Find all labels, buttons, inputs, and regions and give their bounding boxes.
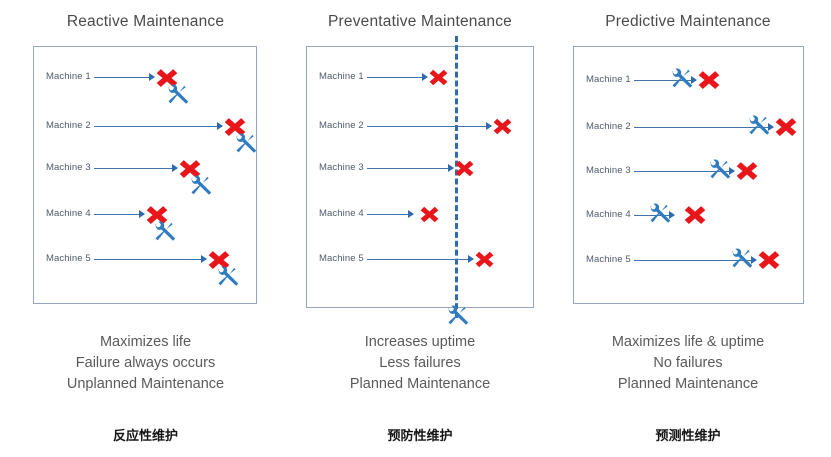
panel-caption-predictive: Maximizes life & uptime No failures Plan…: [558, 332, 818, 395]
table-row: Machine 5: [574, 248, 803, 271]
red-x-failure-icon: [179, 158, 201, 180]
panel-preventative: Preventative Maintenance Machine 1 Machi…: [291, 0, 549, 457]
timeline-arrow-icon: [634, 76, 697, 84]
row-label-machine-2: Machine 2: [46, 120, 91, 131]
caption-line: Maximizes life & uptime: [611, 334, 765, 350]
red-x-failure-icon: [775, 116, 797, 138]
panel-title-preventative: Preventative Maintenance: [327, 13, 513, 30]
scheduled-maintenance-dashed-line: [455, 36, 458, 318]
panel-plot-area-reactive: Machine 1 Machine 2: [33, 46, 257, 304]
table-row: Machine 1: [34, 67, 256, 104]
red-x-failure-icon: [146, 204, 168, 226]
timeline-arrow-icon: [367, 122, 492, 130]
wrench-screwdriver-icon: [153, 221, 177, 243]
row-label-machine-1: Machine 1: [586, 74, 631, 85]
wrench-screwdriver-icon: [234, 133, 258, 155]
timeline-arrow-icon: [94, 210, 145, 218]
timeline-arrow-icon: [94, 122, 223, 130]
row-label-machine-5: Machine 5: [46, 253, 91, 264]
table-row: Machine 1: [307, 67, 533, 87]
row-label-machine-3: Machine 3: [586, 165, 631, 176]
panel-caption-reactive: Maximizes life Failure always occurs Unp…: [18, 332, 273, 395]
table-row: Machine 1: [574, 68, 803, 91]
red-x-failure-icon: [493, 117, 512, 136]
wrench-screwdriver-icon: [446, 305, 470, 327]
timeline-arrow-icon: [367, 255, 474, 263]
table-row: Machine 2: [307, 116, 533, 136]
timeline-arrow-icon: [94, 164, 178, 172]
caption-line: No failures: [653, 355, 723, 371]
wrench-screwdriver-icon: [189, 175, 213, 197]
table-row: Machine 4: [34, 204, 256, 241]
panel-title-reactive: Reactive Maintenance: [66, 13, 225, 30]
row-label-machine-1: Machine 1: [319, 71, 364, 82]
panel-plot-area-predictive: Machine 1 Machine 2: [573, 46, 804, 304]
red-x-failure-icon: [429, 68, 448, 87]
red-x-failure-icon: [208, 249, 230, 271]
row-label-machine-4: Machine 4: [586, 209, 631, 220]
panel-caption-cn-reactive: 反应性维护: [112, 428, 178, 443]
wrench-screwdriver-icon: [708, 159, 732, 181]
red-x-failure-icon: [736, 160, 758, 182]
red-x-failure-icon: [420, 205, 439, 224]
panel-reactive: Reactive Maintenance Machine 1 Machine 2: [18, 0, 273, 457]
timeline-arrow-icon: [634, 256, 757, 264]
row-label-machine-3: Machine 3: [46, 162, 91, 173]
panel-title-predictive: Predictive Maintenance: [605, 13, 771, 30]
row-label-machine-2: Machine 2: [586, 121, 631, 132]
row-label-machine-2: Machine 2: [319, 120, 364, 131]
red-x-failure-icon: [156, 67, 178, 89]
panel-caption-cn-preventative: 预防性维护: [387, 428, 453, 443]
wrench-screwdriver-icon: [648, 203, 672, 225]
caption-line: Maximizes life: [99, 334, 192, 350]
caption-line: Failure always occurs: [75, 355, 216, 371]
caption-line: Unplanned Maintenance: [66, 376, 225, 392]
wrench-screwdriver-icon: [166, 84, 190, 106]
table-row: Machine 5: [307, 249, 533, 269]
table-row: Machine 4: [574, 203, 803, 226]
red-x-failure-icon: [455, 159, 474, 178]
red-x-failure-icon: [758, 249, 780, 271]
wrench-screwdriver-icon: [216, 266, 240, 288]
timeline-arrow-icon: [634, 123, 774, 131]
panel-rows-preventative: Machine 1 Machine 2 Machine 3: [306, 46, 534, 308]
caption-line: Less failures: [379, 355, 461, 371]
red-x-failure-icon: [698, 69, 720, 91]
row-label-machine-5: Machine 5: [319, 253, 364, 264]
timeline-arrow-icon: [634, 167, 735, 175]
panel-predictive: Predictive Maintenance Machine 1 Machine…: [558, 0, 818, 457]
caption-line: Planned Maintenance: [349, 376, 491, 392]
timeline-arrow-icon: [367, 164, 454, 172]
row-label-machine-3: Machine 3: [319, 162, 364, 173]
row-label-machine-4: Machine 4: [46, 208, 91, 219]
table-row: Machine 2: [574, 115, 803, 138]
row-label-machine-1: Machine 1: [46, 71, 91, 82]
timeline-arrow-icon: [367, 73, 428, 81]
table-row: Machine 2: [34, 116, 257, 153]
panel-caption-cn-predictive: 预测性维护: [655, 428, 721, 443]
wrench-screwdriver-icon: [670, 68, 694, 90]
timeline-arrow-icon: [94, 255, 207, 263]
timeline-arrow-icon: [634, 211, 675, 219]
panel-caption-preventative: Increases uptime Less failures Planned M…: [291, 332, 549, 395]
red-x-failure-icon: [684, 204, 706, 226]
wrench-screwdriver-icon: [730, 248, 754, 270]
caption-line: Increases uptime: [364, 334, 476, 350]
table-row: Machine 5: [34, 249, 256, 286]
timeline-arrow-icon: [94, 73, 155, 81]
red-x-failure-icon: [475, 250, 494, 269]
row-label-machine-4: Machine 4: [319, 208, 364, 219]
table-row: Machine 3: [34, 158, 256, 195]
timeline-arrow-icon: [367, 210, 414, 218]
table-row: Machine 3: [307, 158, 533, 178]
table-row: Machine 4: [307, 204, 533, 224]
row-label-machine-5: Machine 5: [586, 254, 631, 265]
panel-plot-area-preventative: [306, 46, 534, 308]
caption-line: Planned Maintenance: [617, 376, 759, 392]
red-x-failure-icon: [224, 116, 246, 138]
wrench-screwdriver-icon: [747, 115, 771, 137]
table-row: Machine 3: [574, 159, 803, 182]
